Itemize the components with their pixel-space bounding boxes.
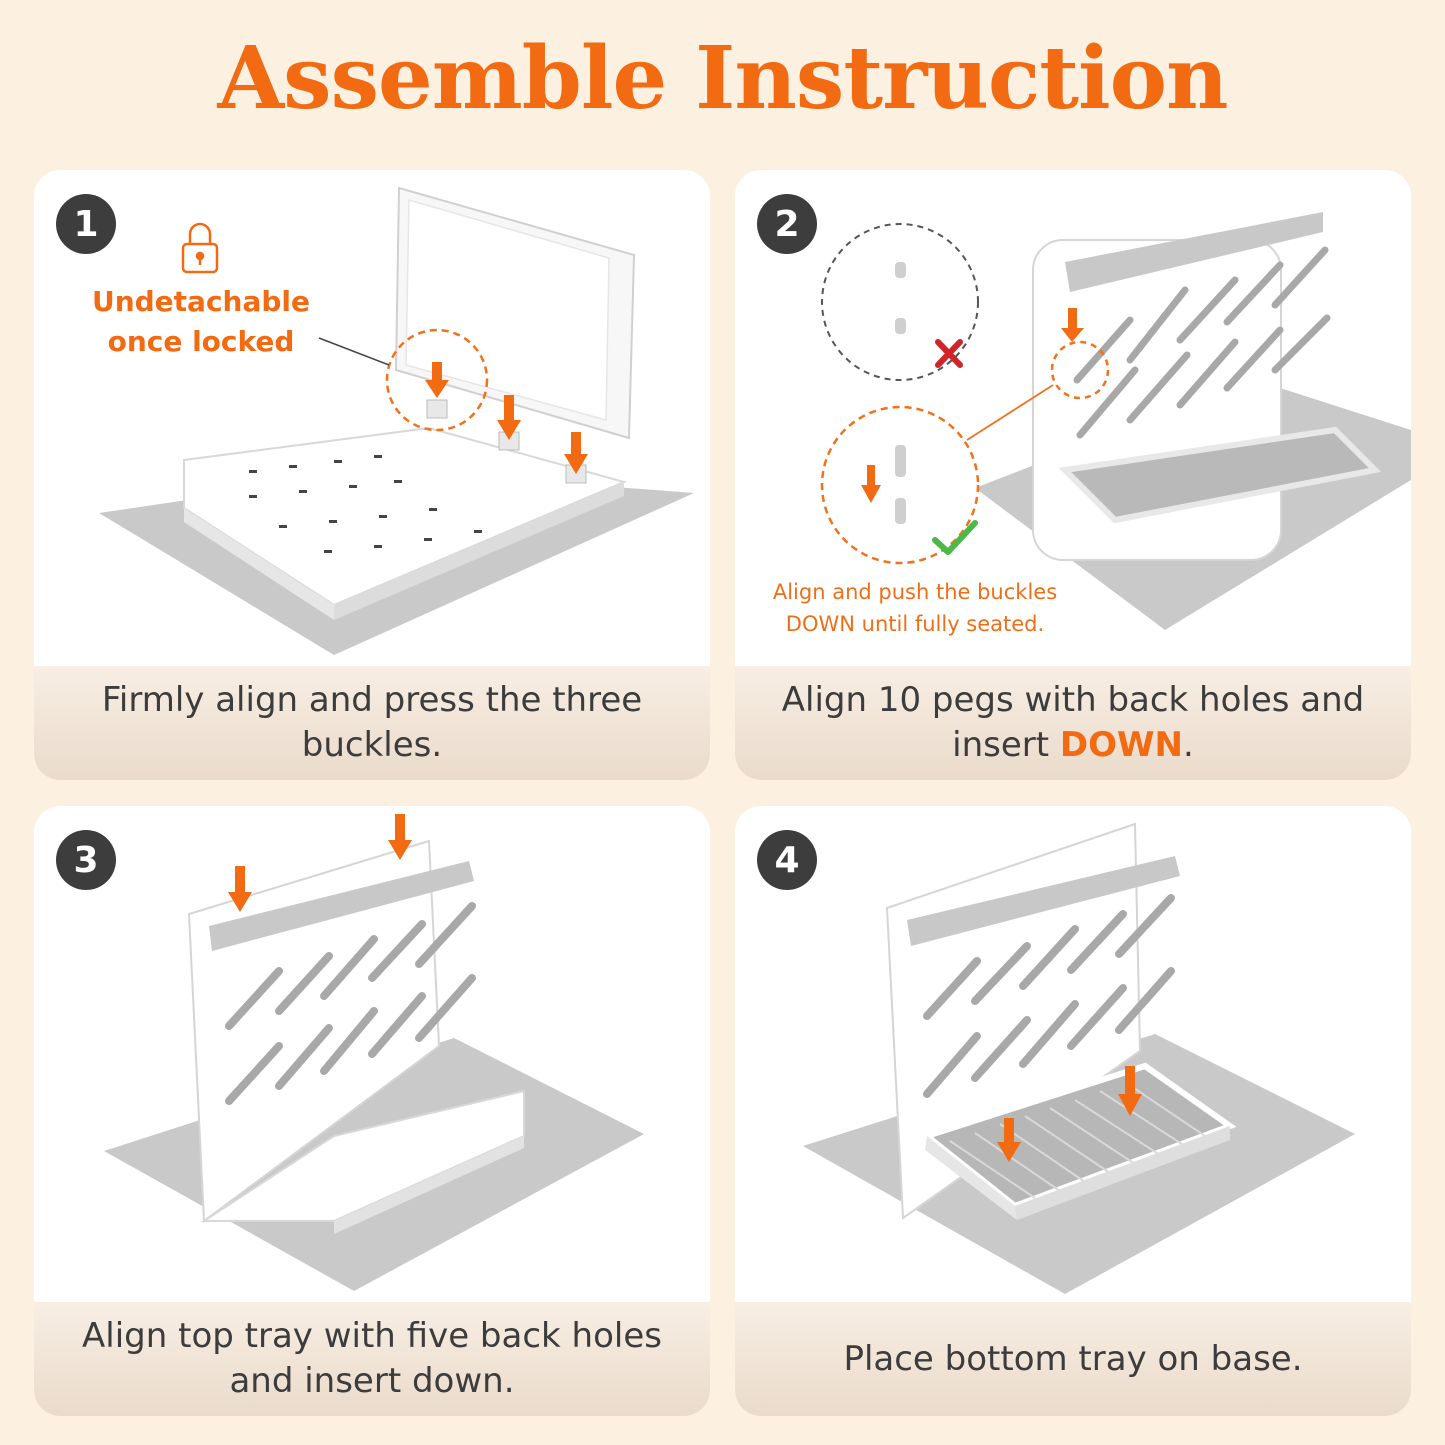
caption-part: . [1183,725,1194,765]
down-arrow-icon [497,395,521,440]
down-arrow-icon [425,362,449,398]
step-card-2: 2 Align and push the buckles DOWN until … [735,170,1411,780]
step-caption: Place bottom tray on base. [735,1302,1411,1416]
step-caption: Firmly align and press the three buckles… [34,666,710,780]
caption-part: Align 10 pegs with back holes and insert [781,680,1365,765]
step-caption-text: Align top tray with five back holes and … [82,1316,662,1401]
step-number-badge: 3 [56,830,116,890]
lock-icon [181,222,219,274]
step-1-illustration [99,186,694,655]
step-4-illustration [803,822,1355,1294]
caption-highlight: DOWN [1059,725,1184,765]
step-card-1: 1 Undetachable once locked Firmly align … [34,170,710,780]
step-3-illustration [104,814,644,1291]
page-title: Assemble Instruction [217,28,1228,129]
down-arrow-icon [228,866,252,912]
down-arrow-icon [1061,308,1084,342]
step-caption-text: Align 10 pegs with back holes and insert… [763,678,1383,768]
down-arrow-icon [1118,1066,1142,1116]
step-caption-text: Firmly align and press the three buckles… [101,680,643,765]
step-2-illustration [820,212,1411,630]
step-caption-text: Place bottom tray on base. [843,1338,1303,1379]
cross-icon [935,339,963,368]
step-caption: Align top tray with five back holes and … [34,1302,710,1416]
down-arrow-icon [997,1118,1021,1162]
down-arrow-icon [861,465,881,503]
step-card-4: 4 Place bottom tray on base. [735,806,1411,1416]
step-number-badge: 4 [757,830,817,890]
push-instruction: Align and push the buckles DOWN until fu… [772,580,1058,636]
down-arrow-icon [564,432,588,474]
lock-warning: Undetachable once locked [91,285,311,358]
step-number-badge: 2 [757,194,817,254]
down-arrow-icon [388,814,412,860]
check-icon [932,520,978,555]
step-caption: Align 10 pegs with back holes and insert… [735,666,1411,780]
step-card-3: 3 Align top tray with five back holes an… [34,806,710,1416]
step-number-badge: 1 [56,194,116,254]
